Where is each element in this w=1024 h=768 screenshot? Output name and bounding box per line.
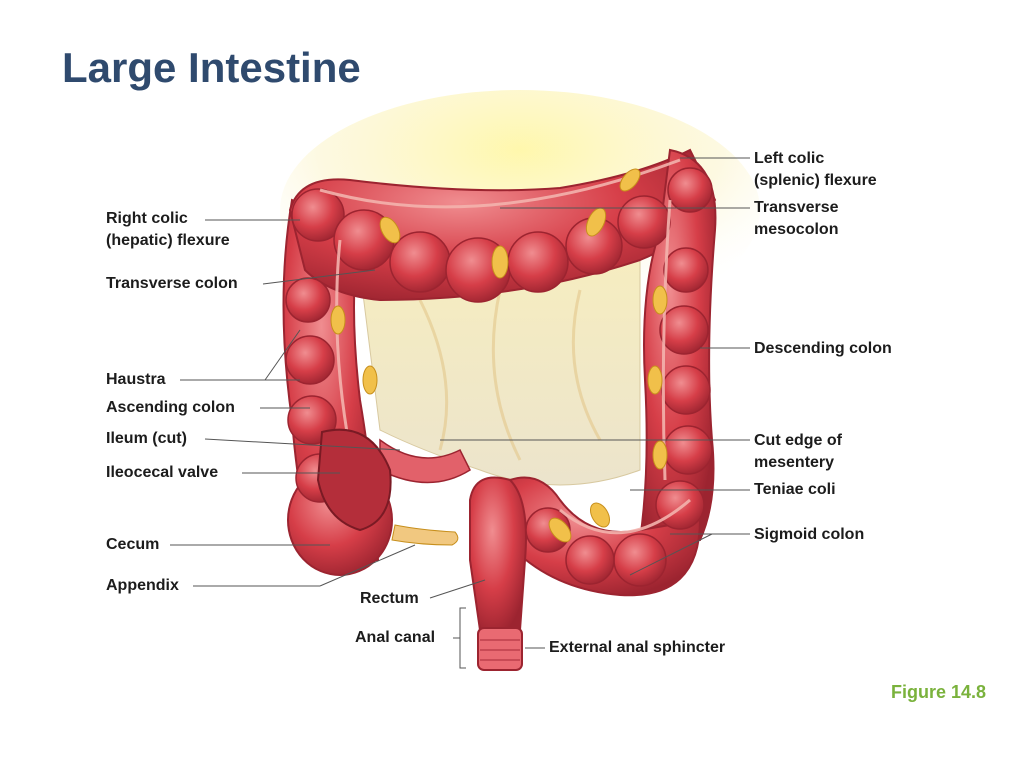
label-cecum: Cecum (106, 536, 160, 553)
label-anal-canal: Anal canal (355, 629, 436, 646)
label-cut-edge-mesentery: Cut edge of mesentery (754, 432, 842, 471)
mesentery-veins (418, 289, 602, 461)
label-ascending-colon: Ascending colon (106, 399, 235, 416)
external-anal-sphincter-rings (480, 639, 520, 661)
ileum-tube (379, 438, 471, 484)
label-transverse-mesocolon: Transverse mesocolon (754, 199, 839, 238)
label-appendix: Appendix (106, 577, 179, 594)
label-ileum: Ileum (cut) (106, 430, 187, 447)
label-right-colic-flexure: Right colic (hepatic) flexure (106, 210, 230, 249)
leader-lines (170, 157, 750, 669)
slide-title: Large Intestine (62, 44, 361, 91)
label-left-colic-flexure: Left colic (splenic) flexure (754, 150, 877, 189)
rectum (469, 476, 527, 631)
label-transverse-colon: Transverse colon (106, 275, 238, 292)
label-haustra: Haustra (106, 371, 166, 388)
label-external-anal-sphincter: External anal sphincter (549, 639, 726, 656)
figure-caption: Figure 14.8 (890, 682, 986, 702)
mesentery (359, 259, 641, 486)
label-descending-colon: Descending colon (754, 340, 892, 357)
label-sigmoid-colon: Sigmoid colon (754, 526, 865, 543)
label-ileocecal-valve: Ileocecal valve (106, 464, 219, 481)
appendix-shape (391, 524, 459, 546)
label-rectum: Rectum (360, 590, 419, 607)
cecum-opening (316, 428, 392, 532)
label-teniae-coli: Teniae coli (754, 481, 836, 498)
epiploic-appendages (330, 168, 668, 543)
